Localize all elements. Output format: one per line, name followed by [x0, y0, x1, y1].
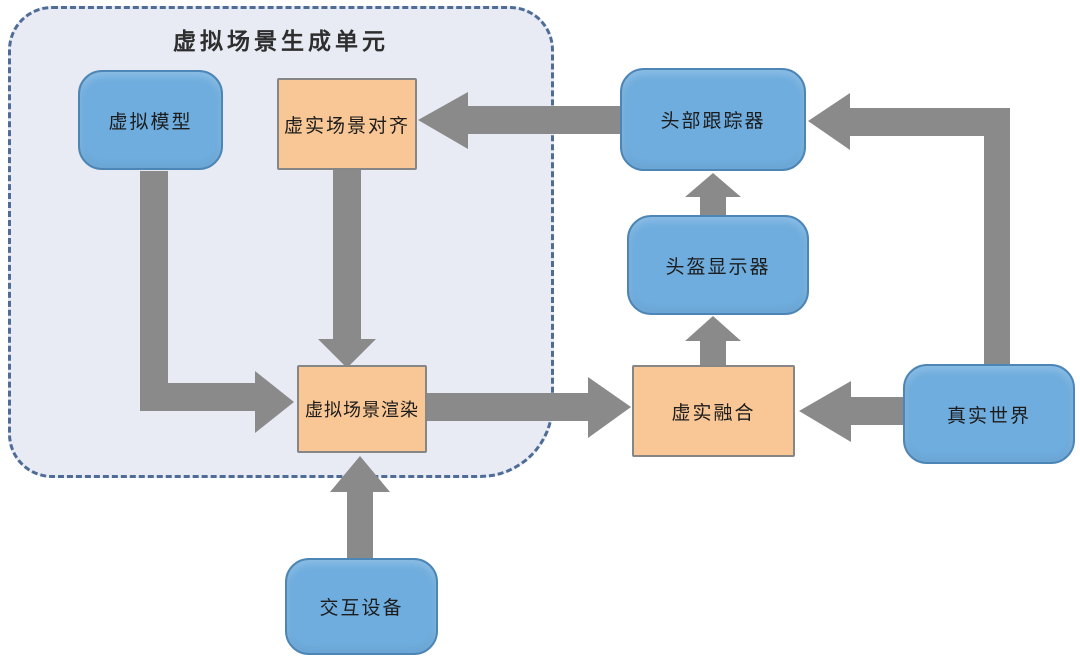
node-scene-alignment: 虚实场景对齐 — [277, 78, 417, 170]
container-title: 虚拟场景生成单元 — [173, 28, 389, 54]
node-virtual-model: 虚拟模型 — [78, 70, 223, 170]
node-real-world: 真实世界 — [903, 364, 1075, 464]
node-fusion: 虚实融合 — [632, 365, 795, 457]
arrow-hmd-to-head-tracker — [685, 173, 741, 215]
arrow-real-world-to-fusion — [799, 381, 903, 442]
node-head-tracker: 头部跟踪器 — [620, 68, 806, 171]
node-interaction-device: 交互设备 — [285, 558, 438, 655]
arrow-real-world-to-head-tracker — [808, 93, 1010, 364]
node-hmd: 头盔显示器 — [627, 215, 809, 315]
node-scene-rendering: 虚拟场景渲染 — [297, 365, 427, 453]
arrow-fusion-to-hmd — [685, 316, 741, 365]
